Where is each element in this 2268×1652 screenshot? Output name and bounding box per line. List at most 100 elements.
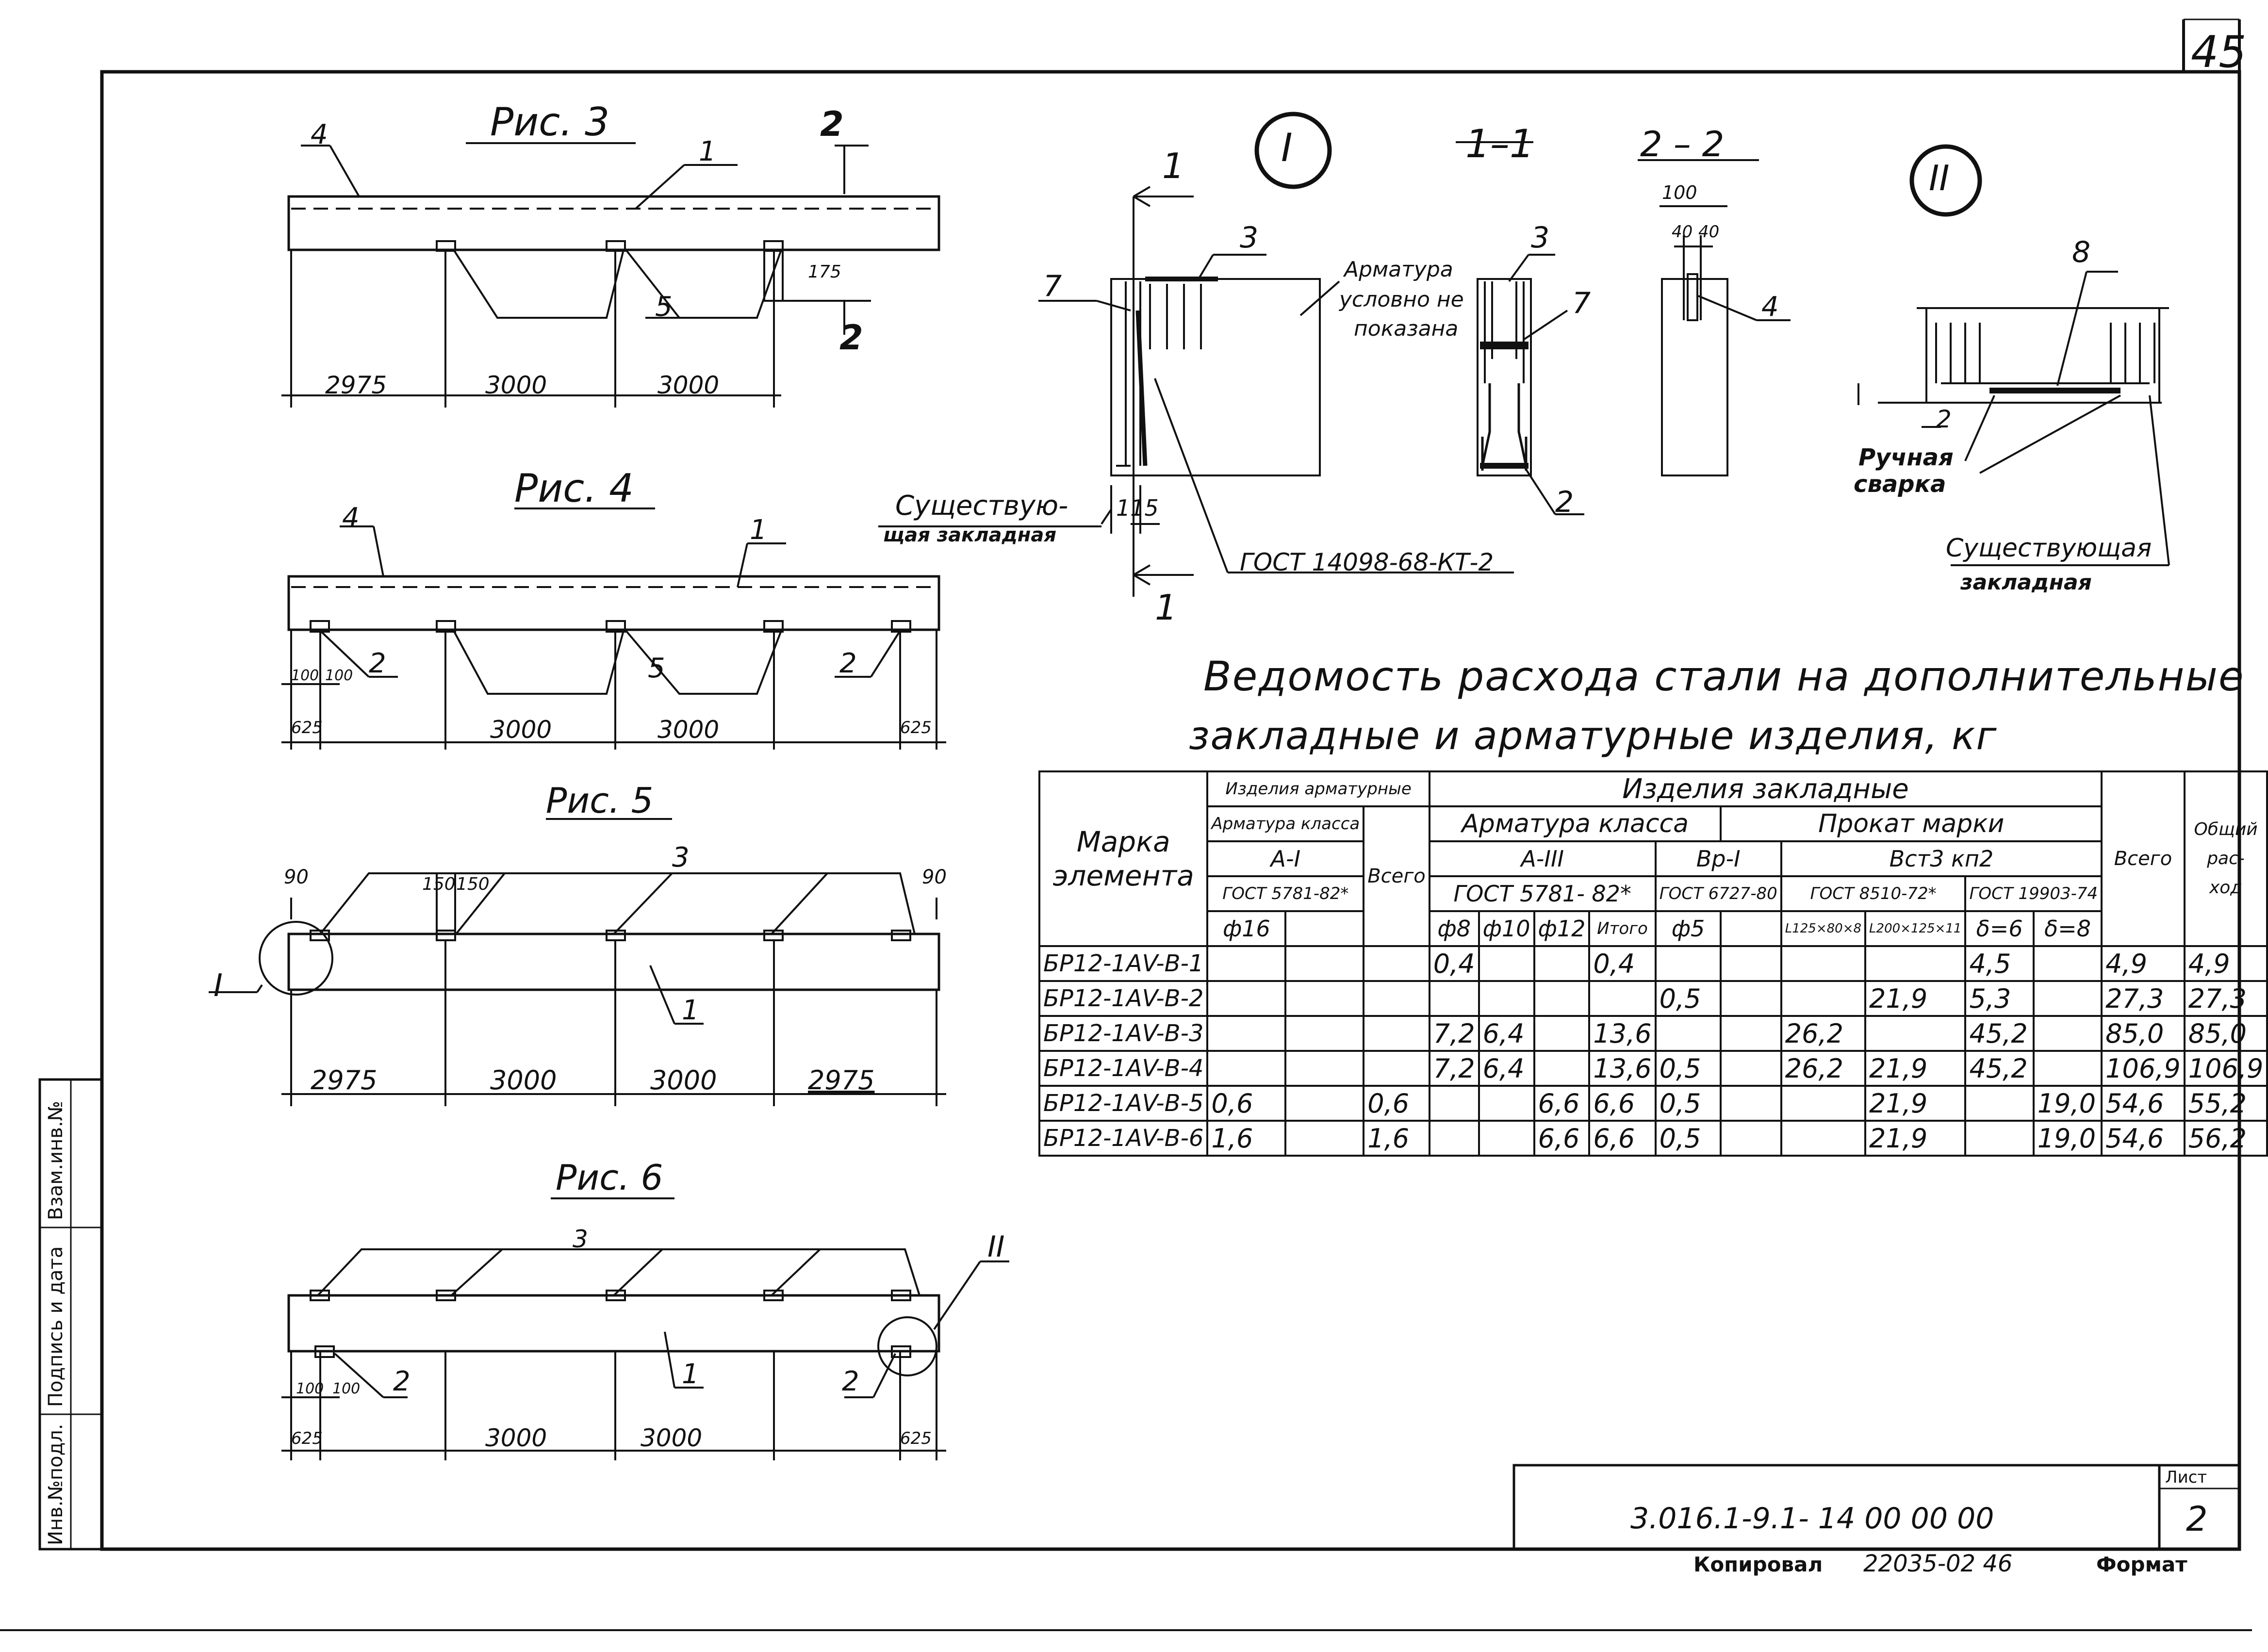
node1-callout-7: 7 <box>1043 269 1062 303</box>
cell-value <box>1588 980 1657 1017</box>
list-number: 2 <box>2186 1499 2208 1539</box>
cell-value: 0,5 <box>1654 1120 1722 1157</box>
format-label: Формат <box>2096 1553 2187 1576</box>
fig6-dim-625-right: 625 <box>900 1429 932 1448</box>
cell-mark: БР12-1АV-В-1 <box>1038 945 1209 982</box>
header-d12: ф12 <box>1533 910 1591 947</box>
cell-value: 0,4 <box>1428 945 1480 982</box>
header-angle2: L200×125×11 <box>1864 910 1967 947</box>
steel-consumption-table: Марка элемента Изделия арматурные Издели… <box>1038 770 2268 1157</box>
fig6-callout-3: 3 <box>573 1225 588 1253</box>
fig3-section-mark-top: 2 <box>820 104 844 144</box>
cell-value <box>1780 945 1867 982</box>
node1-note-gost: ГОСТ 14098-68-КТ-2 <box>1240 548 1494 576</box>
cell-value <box>1428 980 1480 1017</box>
fig4-title: Рис. 4 <box>514 466 634 511</box>
cell-value: 1,6 <box>1363 1120 1430 1157</box>
header-angle1: L125×80×8 <box>1780 910 1867 947</box>
side-stamp-replaced: Взам.инв.№ <box>45 1100 67 1220</box>
header-gost5781-short: ГОСТ 5781-82* <box>1206 875 1365 912</box>
fig6-callout-1: 1 <box>682 1358 699 1390</box>
cell-value: 106,9 <box>2183 1050 2268 1087</box>
fig5-dim-90-right: 90 <box>922 866 947 888</box>
header-rebar-class: Арматура класса <box>1206 805 1365 842</box>
side-stamp-inv: Инв.№подл. <box>45 1423 67 1545</box>
header-mark-line2: элемента <box>1052 859 1194 892</box>
fig5-dim-90-left: 90 <box>284 866 309 888</box>
table-title-line1: Ведомость расхода стали на дополнительны… <box>1203 653 2245 700</box>
node1-note-existing-2: щая закладная <box>883 524 1057 546</box>
side-stamp-signature: Подпись и дата <box>45 1246 67 1407</box>
cell-value <box>1284 945 1365 982</box>
node1-section-mark-top: 1 <box>1162 146 1184 186</box>
fig3-callout-1: 1 <box>699 136 716 167</box>
cell-value: 6,6 <box>1533 1120 1591 1157</box>
fig4-dim-3000b: 3000 <box>657 716 720 744</box>
cell-value <box>1720 1015 1782 1052</box>
cell-value <box>1206 1015 1287 1052</box>
header-bp1: Вр-I <box>1654 840 1782 877</box>
node1-section-mark-bottom: 1 <box>1155 587 1177 628</box>
cell-value: 4,9 <box>2183 945 2268 982</box>
fig4-callout-5: 5 <box>648 653 665 684</box>
header-embedded-products: Изделия закладные <box>1428 770 2103 807</box>
header-rebar-class2: Арматура класса <box>1428 805 1722 842</box>
cell-value <box>1720 980 1782 1017</box>
cell-value <box>1780 1085 1867 1122</box>
cell-value: 19,0 <box>2032 1085 2103 1122</box>
header-overall-line3: ход <box>2209 878 2243 898</box>
header-t6: δ=6 <box>1964 910 2035 947</box>
fig5-callout-I: I <box>214 968 223 1004</box>
cell-value: 21,9 <box>1864 1085 1967 1122</box>
cell-value: 85,0 <box>2101 1015 2186 1052</box>
cell-value: 0,6 <box>1206 1085 1287 1122</box>
header-d5: ф5 <box>1654 910 1722 947</box>
fig4-dim-625-right: 625 <box>900 718 932 737</box>
fig4-callout-4: 4 <box>342 502 360 534</box>
cell-value <box>1533 980 1591 1017</box>
cell-value: 4,5 <box>1964 945 2035 982</box>
cell-value: 26,2 <box>1780 1015 1867 1052</box>
fig4-callout-2-left: 2 <box>369 648 386 679</box>
header-empty-1 <box>1284 910 1365 947</box>
fig5-dim-2975a: 2975 <box>311 1065 378 1096</box>
table-header-row-3: А-I А-III Вр-I Вст3 кп2 <box>1039 840 2267 877</box>
node2-label: II <box>1929 158 1950 198</box>
header-gost5781: ГОСТ 5781- 82* <box>1428 875 1657 912</box>
cell-value: 6,4 <box>1478 1015 1535 1052</box>
cell-value: 21,9 <box>1864 1120 1967 1157</box>
cell-value: 54,6 <box>2101 1085 2186 1122</box>
cell-value <box>1363 1015 1430 1052</box>
cell-value: 6,6 <box>1588 1120 1657 1157</box>
cell-value: 6,6 <box>1533 1085 1591 1122</box>
cell-value <box>1780 1120 1867 1157</box>
header-overall-line2: рас- <box>2207 849 2245 868</box>
fig4-callout-2-right: 2 <box>839 648 857 679</box>
fig5-title: Рис. 5 <box>546 780 654 821</box>
header-d16: ф16 <box>1206 910 1287 947</box>
cell-value: 27,3 <box>2183 980 2268 1017</box>
fig5-callout-3: 3 <box>672 842 690 873</box>
cell-value <box>1533 1050 1591 1087</box>
node2-callout-2: 2 <box>1936 405 1952 433</box>
cell-value: 56,2 <box>2183 1120 2268 1157</box>
cell-value <box>1964 1120 2035 1157</box>
header-a1: А-I <box>1206 840 1365 877</box>
table-header-row-1: Марка элемента Изделия арматурные Издели… <box>1038 770 2268 947</box>
header-a3: А-III <box>1428 840 1657 877</box>
header-t8: δ=8 <box>2032 910 2103 947</box>
cell-value <box>2032 945 2103 982</box>
page-number: 45 <box>2191 27 2247 78</box>
cell-mark: БР12-1АV-В-3 <box>1038 1015 1209 1052</box>
fig3-title: Рис. 3 <box>490 99 609 145</box>
header-d10: ф10 <box>1478 910 1535 947</box>
fig6-dim-3000b: 3000 <box>641 1424 703 1452</box>
node1-callout-3: 3 <box>1240 221 1259 255</box>
fig6-dim-3000a: 3000 <box>485 1424 547 1452</box>
cell-mark: БР12-1АV-В-2 <box>1038 980 1209 1017</box>
